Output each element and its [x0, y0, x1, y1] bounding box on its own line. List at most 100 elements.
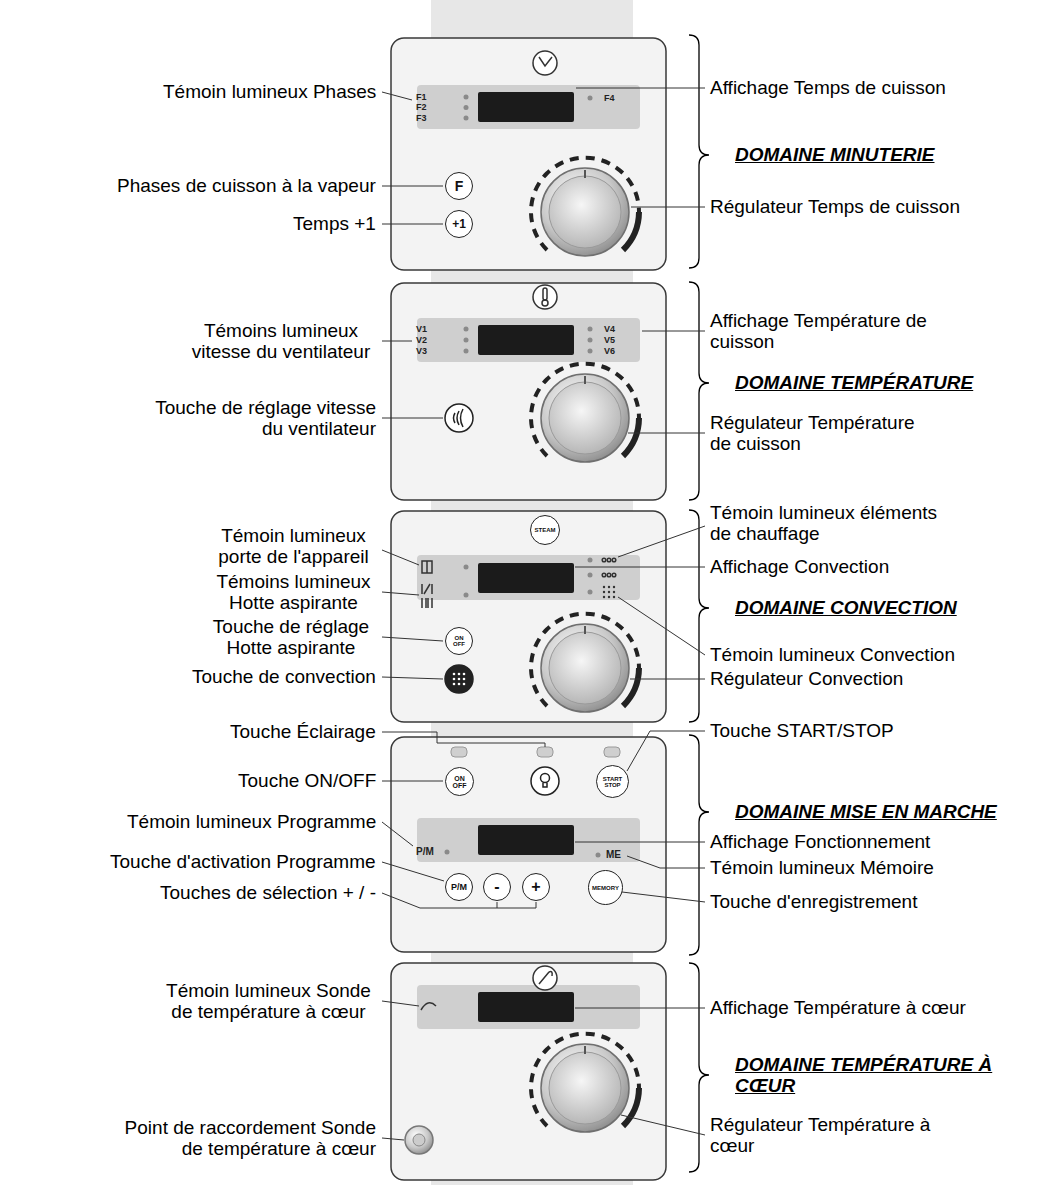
convection-indicator: [603, 586, 615, 598]
probe-socket: [405, 1126, 433, 1154]
display-bezel: [417, 985, 640, 1029]
callout-label: Témoin lumineux Mémoire: [710, 857, 934, 878]
leader-line: [382, 186, 443, 187]
callout-label: Point de raccordement Sonde de températu…: [116, 1117, 376, 1160]
section-brace: [689, 963, 709, 1172]
section-title: DOMAINE MISE EN MARCHE: [735, 801, 997, 822]
panel-icon: [539, 972, 552, 985]
convection-indicator: [613, 586, 615, 588]
callout-label: Touche de réglage Hotte aspirante: [206, 616, 376, 659]
control-knob: [531, 614, 639, 712]
callout-label: Témoins lumineux Hotte aspirante: [211, 571, 376, 614]
leader-line: [382, 862, 444, 881]
control-knob: [531, 364, 639, 462]
indicator-dot: [464, 327, 469, 332]
leader-line: [382, 1001, 419, 1006]
callout-label: Touches de sélection + / -: [160, 882, 376, 903]
callout-label: Affichage Température de cuisson: [710, 310, 960, 353]
panel-icon: [602, 573, 606, 577]
icon-button: [445, 404, 559, 795]
indicator-lamp: [451, 747, 467, 757]
leader-line: [575, 567, 705, 568]
panel-section: [391, 38, 666, 1180]
indicator-dot: [588, 573, 593, 578]
leader-line: [382, 1138, 404, 1140]
control-button: MEMORY: [588, 870, 623, 905]
convection-button-dots: [463, 683, 466, 686]
convection-button-dots: [463, 678, 466, 681]
panel-icon: [422, 584, 432, 594]
convection-indicator: [608, 591, 610, 593]
icon-button: [543, 783, 547, 787]
convection-indicator: [603, 586, 605, 588]
panel-icon: [607, 573, 611, 577]
control-button: F: [445, 172, 473, 200]
callout-label: Touche d'enregistrement: [710, 891, 917, 912]
indicator-lamp: [451, 747, 620, 757]
panel-icon: [612, 573, 616, 577]
callout-label: Touche Éclairage: [230, 721, 376, 742]
leader-line: [621, 1115, 705, 1135]
indicator-dot: [588, 96, 593, 101]
convection-indicator: [603, 596, 605, 598]
button-text: ON OFF: [452, 775, 468, 789]
panel-icon: [426, 561, 428, 573]
indicator-dot: [588, 558, 593, 563]
leader-line: [382, 637, 443, 641]
indicator-dot: [588, 349, 593, 354]
control-button: P/M: [445, 873, 473, 901]
indicator-dot: [464, 338, 469, 343]
section-brace: [689, 735, 709, 955]
indicator-label: F1: [416, 93, 427, 102]
control-button: -: [483, 873, 511, 901]
led-display: [478, 92, 574, 122]
indicator-label: F2: [416, 103, 427, 112]
callout-label: Affichage Temps de cuisson: [710, 77, 946, 98]
callout-label: Témoin lumineux Phases: [163, 81, 376, 102]
indicator-label: P/M: [416, 847, 434, 857]
leader-line: [536, 902, 537, 908]
convection-indicator: [613, 596, 615, 598]
display-bezel: [417, 818, 640, 862]
led-display: [478, 825, 574, 855]
panel-section: [391, 283, 666, 500]
led-display: [478, 992, 574, 1022]
indicator-label: V4: [604, 325, 615, 334]
probe-socket: [413, 1134, 425, 1146]
panel-section: [391, 38, 666, 270]
leader-line: [382, 677, 443, 679]
leader-line: [382, 592, 419, 595]
indicator-dot: [588, 327, 593, 332]
panel-icon: [533, 966, 557, 990]
leader-line: [618, 597, 705, 655]
section-title: DOMAINE TEMPÉRATURE: [735, 372, 973, 393]
callout-label: Touche START/STOP: [710, 720, 894, 741]
leader-line: [575, 1008, 705, 1009]
icon-button: [531, 767, 559, 795]
led-display: [478, 325, 574, 355]
section-brace: [689, 35, 709, 268]
leader-line: [497, 902, 498, 908]
probe-socket: [405, 1126, 433, 1154]
callout-label: Régulateur Température de cuisson: [710, 412, 930, 455]
leader-line: [382, 224, 443, 225]
control-button: +: [522, 873, 550, 901]
leader-line: [382, 88, 705, 1140]
callout-label: Témoin lumineux porte de l'appareil: [211, 525, 376, 568]
indicator-label: V2: [416, 336, 427, 345]
callout-label: Témoin lumineux Sonde de température à c…: [161, 980, 376, 1023]
convection-indicator: [608, 596, 610, 598]
leader-line: [627, 856, 705, 868]
icon-button: [445, 665, 473, 693]
indicator-label: V1: [416, 325, 427, 334]
convection-button-dots: [458, 673, 461, 676]
control-knob: [531, 158, 639, 1132]
callout-label: Temps +1: [293, 213, 376, 234]
panel-icon: [422, 561, 432, 573]
leader-line: [382, 822, 413, 846]
button-text: +1: [452, 218, 466, 230]
section-brace: [689, 282, 709, 500]
indicator-dot: [596, 853, 601, 858]
convection-button-dots: [463, 673, 466, 676]
